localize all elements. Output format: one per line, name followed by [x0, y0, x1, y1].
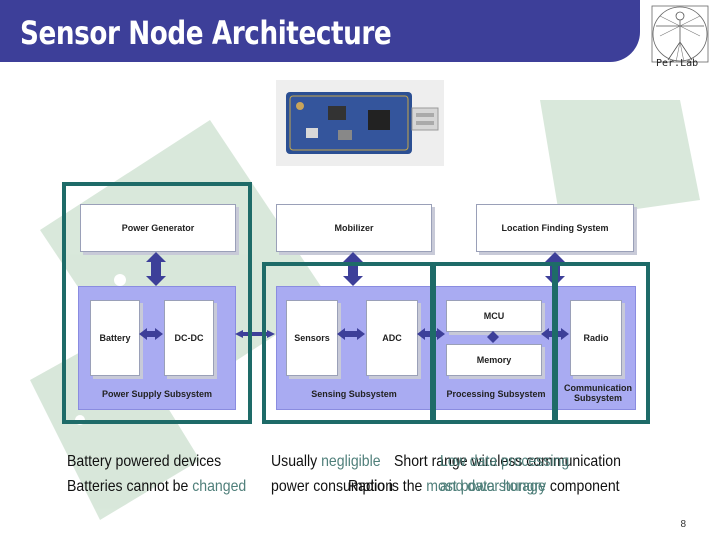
location-finding-block: Location Finding System: [476, 204, 634, 252]
memory-block: Memory: [446, 344, 542, 376]
processing-frame: [432, 262, 556, 424]
caption-power-consumption: power consumption: [271, 478, 394, 495]
communication-label: Communication Subsystem: [563, 383, 632, 403]
caption-radio-power-hungry: Radio is the most power hungry component: [348, 478, 620, 495]
sensor-node-photo: [276, 80, 444, 166]
caption-batteries-changed: Batteries cannot be changed: [67, 478, 247, 495]
sensing-frame: [262, 262, 434, 424]
communication-frame: [554, 262, 650, 424]
perlab-logo-icon: [651, 5, 709, 63]
caption-low-data-processing: Low data processing: [440, 453, 570, 470]
mobilizer-arrow: [343, 252, 363, 286]
radio-block: Radio: [570, 300, 622, 376]
battery-dcdc-arrow: [139, 328, 163, 340]
caption-usually-negligible: Usually negligible: [271, 453, 381, 470]
caption-battery-powered: Battery powered devices: [67, 453, 222, 470]
power-frame: [62, 182, 252, 424]
power-arrow: [146, 252, 166, 286]
adc-block: ADC: [366, 300, 418, 376]
power-generator-block: Power Generator: [80, 204, 236, 252]
sensors-adc-arrow: [337, 328, 365, 340]
sensing-label: Sensing Subsystem: [311, 389, 397, 399]
battery-block: Battery: [90, 300, 140, 376]
caption-data-storage: and data storage: [440, 478, 546, 495]
mcu-block: MCU: [446, 300, 542, 332]
mcu-memory-arrow: [487, 331, 499, 343]
mobilizer-block: Mobilizer: [276, 204, 432, 252]
sensors-block: Sensors: [286, 300, 338, 376]
dc-dc-block: DC-DC: [164, 300, 214, 376]
processing-label: Processing Subsystem: [446, 389, 546, 399]
slide-title: Sensor Node Architecture: [20, 14, 392, 52]
caption-short-range: Short range wireless communication: [394, 453, 621, 470]
logo-text: Per.Lab: [656, 58, 699, 69]
power-supply-label: Power Supply Subsystem: [101, 389, 213, 399]
page-number: 8: [680, 519, 686, 530]
title-bar: Sensor Node Architecture: [0, 0, 640, 62]
